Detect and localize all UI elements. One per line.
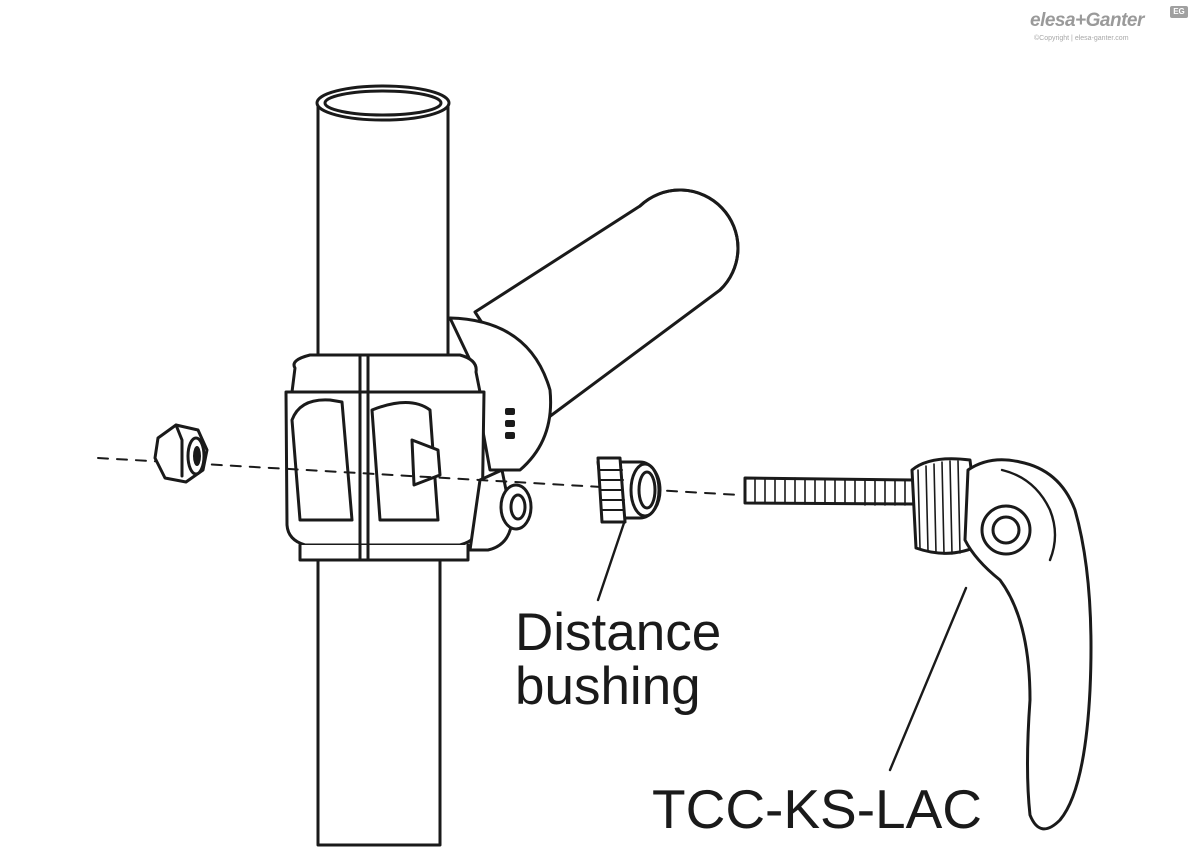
vertical-tube-lower xyxy=(316,538,442,847)
horizontal-tube xyxy=(473,188,740,422)
brand-logo: elesa+Ganter EG ©Copyright | elesa-gante… xyxy=(1030,6,1190,46)
cam-lever xyxy=(910,457,1093,831)
brand-copyright: ©Copyright | elesa-ganter.com xyxy=(1034,35,1129,42)
distance-bushing-label: Distance bushing xyxy=(515,606,721,714)
distance-bushing-label-line1: Distance xyxy=(515,603,722,662)
lever-leader-line xyxy=(888,586,968,772)
hex-nut xyxy=(153,423,209,484)
vertical-tube-upper xyxy=(315,84,451,377)
threaded-screw xyxy=(743,476,917,506)
brand-name: elesa+Ganter xyxy=(1030,10,1144,31)
lever-part-label: TCC-KS-LAC xyxy=(652,778,983,840)
distance-bushing-label-line2: bushing xyxy=(515,657,701,716)
leader-lines xyxy=(596,518,968,772)
cross-clamp-body xyxy=(448,316,553,472)
bushing-leader-line xyxy=(596,518,627,602)
distance-bushing xyxy=(596,456,662,524)
brand-badge-icon: EG xyxy=(1170,6,1188,18)
vertical-clamp xyxy=(284,353,533,562)
